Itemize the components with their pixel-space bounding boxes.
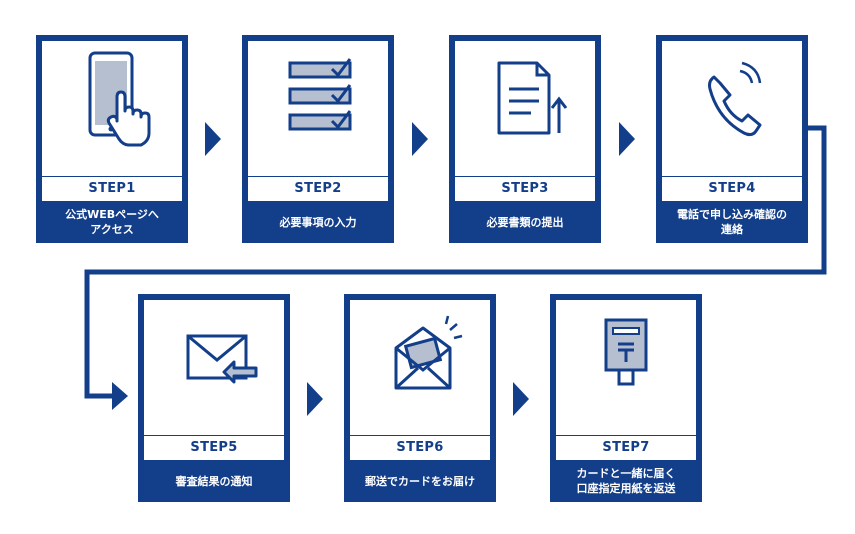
step-7-text: カードと一緒に届く 口座指定用紙を返送 bbox=[576, 467, 676, 495]
checklist-icon bbox=[288, 58, 352, 131]
flow-arrow-1 bbox=[205, 122, 221, 156]
step-4-image bbox=[662, 41, 802, 176]
flow-arrow-2 bbox=[412, 122, 428, 156]
step-3-image bbox=[455, 41, 595, 176]
step-card-6: STEP6 郵送でカードをお届け bbox=[344, 294, 496, 502]
step-card-7: STEP7 カードと一緒に届く 口座指定用紙を返送 bbox=[550, 294, 702, 502]
step-card-4: STEP4 電話で申し込み確認の 連絡 bbox=[656, 35, 808, 243]
step-card-1: STEP1 公式WEBページへ アクセス bbox=[36, 35, 188, 243]
post-box-icon bbox=[604, 318, 648, 386]
phone-call-icon bbox=[708, 61, 762, 137]
flow-arrow-4 bbox=[307, 382, 323, 416]
step-6-text: 郵送でカードをお届け bbox=[365, 474, 475, 488]
mail-arrow-icon bbox=[186, 334, 258, 384]
step-3-text: 必要書類の提出 bbox=[486, 215, 564, 229]
step-1-image bbox=[42, 41, 182, 176]
step-4-label: STEP4 bbox=[662, 177, 802, 201]
step-card-5: STEP5 審査結果の通知 bbox=[138, 294, 290, 502]
step-6-image bbox=[350, 300, 490, 435]
step-3-label: STEP3 bbox=[455, 177, 595, 201]
smartphone-tap-icon bbox=[88, 51, 151, 147]
document-upload-icon bbox=[497, 61, 568, 135]
flow-arrow-5 bbox=[513, 382, 529, 416]
envelope-card-icon bbox=[394, 315, 463, 390]
step-card-2: STEP2 必要事項の入力 bbox=[242, 35, 394, 243]
step-2-image bbox=[248, 41, 388, 176]
step-6-label: STEP6 bbox=[350, 436, 490, 460]
step-2-label: STEP2 bbox=[248, 177, 388, 201]
step-2-text: 必要事項の入力 bbox=[279, 215, 357, 229]
step-1-text: 公式WEBページへ アクセス bbox=[65, 208, 159, 236]
step-5-image bbox=[144, 300, 284, 435]
step-card-3: STEP3 必要書類の提出 bbox=[449, 35, 601, 243]
step-7-image bbox=[556, 300, 696, 435]
flow-arrow-3 bbox=[619, 122, 635, 156]
step-1-label: STEP1 bbox=[42, 177, 182, 201]
step-5-label: STEP5 bbox=[144, 436, 284, 460]
step-7-label: STEP7 bbox=[556, 436, 696, 460]
step-4-text: 電話で申し込み確認の 連絡 bbox=[677, 208, 787, 236]
step-5-text: 審査結果の通知 bbox=[175, 474, 253, 488]
